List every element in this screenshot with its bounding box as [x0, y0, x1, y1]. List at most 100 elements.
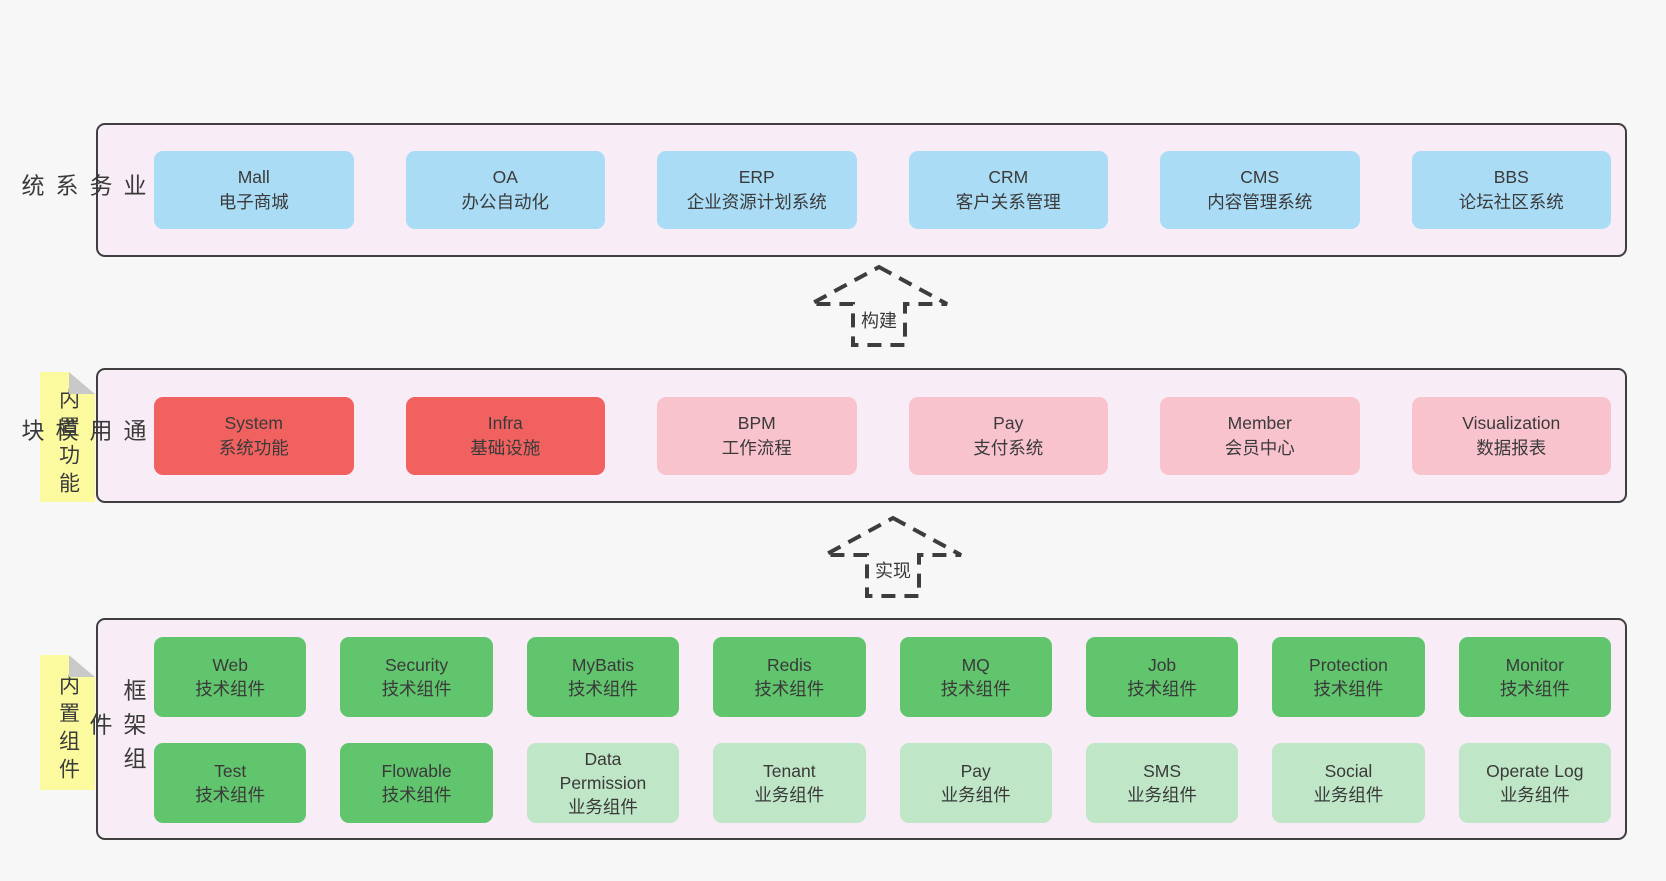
framework-components-grid: Web 技术组件 Security 技术组件 MyBatis 技术组件 Redi… [154, 637, 1611, 825]
box-crm: CRM 客户关系管理 [908, 151, 1108, 229]
box-bbs-desc: 论坛社区系统 [1458, 192, 1564, 212]
box-protection: Protection 技术组件 [1272, 637, 1425, 717]
business-systems-row: Mall 电子商城 OA 办公自动化 ERP 企业资源计划系统 CRM 客户关系… [154, 151, 1611, 229]
box-security: Security 技术组件 [340, 637, 493, 717]
box-bpm-name: BPM [737, 412, 776, 433]
box-sms-name: SMS [1143, 761, 1182, 781]
box-social-name: Social [1324, 761, 1373, 781]
box-data-permission: Data Permission 业务组件 [526, 743, 680, 823]
box-tenant: Tenant 业务组件 [713, 743, 866, 823]
box-security-name: Security [384, 655, 449, 675]
box-redis-desc: 技术组件 [754, 679, 825, 699]
box-redis-name: Redis [766, 655, 812, 675]
box-mybatis-name: MyBatis [571, 655, 635, 675]
box-mall-desc: 电子商城 [218, 192, 289, 212]
box-erp-desc: 企业资源计划系统 [686, 192, 827, 212]
box-mybatis-desc: 技术组件 [567, 679, 638, 699]
box-operate-log-desc: 业务组件 [1499, 785, 1570, 805]
box-data-permission-desc: 业务组件 [567, 797, 638, 817]
box-crm-desc: 客户关系管理 [955, 192, 1061, 212]
box-job-name: Job [1147, 655, 1177, 675]
box-flowable: Flowable 技术组件 [340, 743, 493, 823]
box-protection-name: Protection [1309, 655, 1388, 675]
box-tenant-desc: 业务组件 [754, 785, 825, 805]
common-modules-row: System 系统功能 Infra 基础设施 BPM 工作流程 Pay 支付系统… [154, 396, 1611, 475]
box-bbs-name: BBS [1493, 167, 1529, 187]
box-oa-name: OA [492, 167, 518, 187]
box-infra-desc: 基础设施 [470, 437, 541, 458]
layer-framework-components: 框架组件 Web 技术组件 Security 技术组件 MyBatis 技术组件… [86, 618, 1627, 840]
arrow-build: 构建 [808, 264, 950, 348]
box-erp: ERP 企业资源计划系统 [657, 151, 857, 229]
box-mall-name: Mall [237, 167, 270, 187]
box-web-desc: 技术组件 [195, 679, 266, 699]
box-visualization: Visualization 数据报表 [1411, 396, 1611, 475]
box-visualization-name: Visualization [1462, 412, 1561, 433]
sticky-built-in-features-label: 内置功能 [56, 388, 80, 500]
arrow-implement: 实现 [822, 514, 964, 600]
box-protection-desc: 技术组件 [1313, 679, 1384, 699]
arrow-implement-label: 实现 [872, 558, 914, 584]
box-test-desc: 技术组件 [195, 785, 266, 805]
box-member: Member 会员中心 [1160, 396, 1360, 475]
box-flowable-name: Flowable [381, 761, 452, 781]
box-mq-desc: 技术组件 [940, 679, 1011, 699]
sticky-built-in-components-label: 内置组件 [56, 673, 80, 786]
box-member-name: Member [1227, 412, 1292, 433]
box-oa-desc: 办公自动化 [461, 192, 550, 212]
box-erp-name: ERP [738, 167, 775, 187]
box-sms: SMS 业务组件 [1085, 743, 1239, 823]
box-test-name: Test [214, 761, 247, 781]
sticky-built-in-components: 内置组件 [40, 655, 95, 790]
box-operate-log: Operate Log 业务组件 [1458, 743, 1611, 823]
box-test: Test 技术组件 [154, 743, 307, 823]
layer-common-modules: 通用模块 System 系统功能 Infra 基础设施 BPM 工作流程 Pay… [18, 368, 1627, 503]
sticky-built-in-features: 内置功能 [40, 372, 95, 502]
layer-business-systems: 业务系统 Mall 电子商城 OA 办公自动化 ERP 企业资源计划系统 CRM… [18, 123, 1627, 257]
box-cms-name: CMS [1240, 167, 1280, 187]
box-job-desc: 技术组件 [1127, 679, 1198, 699]
layer-framework-components-label: 框架组件 [86, 678, 146, 780]
box-monitor-name: Monitor [1505, 655, 1564, 675]
sticky-fold-corner-icon [69, 372, 95, 394]
box-pay-module-desc: 支付系统 [973, 437, 1044, 458]
box-infra: Infra 基础设施 [405, 396, 605, 475]
box-cms: CMS 内容管理系统 [1160, 151, 1360, 229]
box-sms-desc: 业务组件 [1127, 785, 1198, 805]
box-bpm: BPM 工作流程 [657, 396, 857, 475]
box-flowable-desc: 技术组件 [381, 785, 452, 805]
box-job: Job 技术组件 [1085, 637, 1239, 717]
arrow-up-icon [810, 264, 948, 347]
box-monitor: Monitor 技术组件 [1458, 637, 1611, 717]
box-security-desc: 技术组件 [381, 679, 452, 699]
box-infra-name: Infra [487, 412, 523, 433]
framework-components-row-1: Web 技术组件 Security 技术组件 MyBatis 技术组件 Redi… [154, 637, 1611, 717]
box-social: Social 业务组件 [1272, 743, 1425, 823]
box-oa: OA 办公自动化 [405, 151, 605, 229]
box-monitor-desc: 技术组件 [1499, 679, 1570, 699]
box-crm-name: CRM [988, 167, 1029, 187]
box-cms-desc: 内容管理系统 [1207, 192, 1313, 212]
box-social-desc: 业务组件 [1313, 785, 1384, 805]
box-visualization-desc: 数据报表 [1476, 437, 1547, 458]
box-mq-name: MQ [961, 655, 990, 675]
box-pay-module-name: Pay [993, 412, 1024, 433]
layer-business-systems-label: 业务系统 [18, 173, 146, 207]
box-mall: Mall 电子商城 [154, 151, 354, 229]
box-pay-component: Pay 业务组件 [899, 743, 1052, 823]
box-bpm-desc: 工作流程 [721, 437, 792, 458]
box-data-permission-name: Data Permission [559, 749, 647, 793]
box-system: System 系统功能 [154, 396, 354, 475]
arrow-up-icon [824, 515, 962, 598]
framework-components-row-2: Test 技术组件 Flowable 技术组件 Data Permission … [154, 743, 1611, 823]
box-bbs: BBS 论坛社区系统 [1411, 151, 1611, 229]
box-mybatis: MyBatis 技术组件 [526, 637, 680, 717]
box-web-name: Web [212, 655, 249, 675]
box-web: Web 技术组件 [154, 637, 307, 717]
box-mq: MQ 技术组件 [899, 637, 1052, 717]
box-member-desc: 会员中心 [1224, 437, 1295, 458]
arrow-build-label: 构建 [858, 308, 900, 334]
box-system-name: System [224, 412, 283, 433]
box-pay-component-name: Pay [960, 761, 991, 781]
